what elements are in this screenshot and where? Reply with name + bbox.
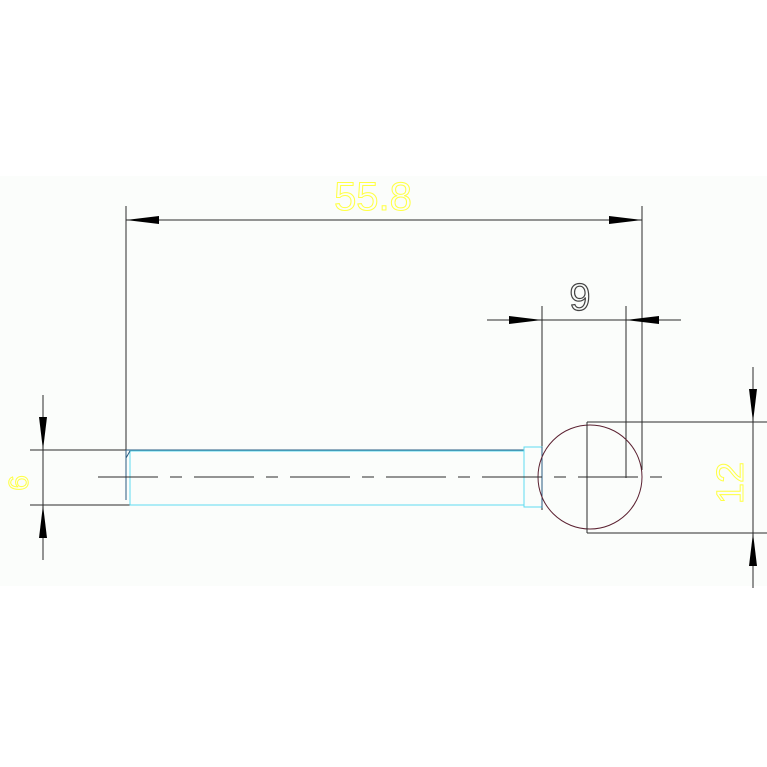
height-left-arrow-top <box>39 417 47 450</box>
length-arrow-right <box>609 216 642 224</box>
offset-arrow-right <box>626 316 659 324</box>
length-arrow-left <box>126 216 159 224</box>
diameter-arrow-top <box>749 389 757 422</box>
body-chamfer-left <box>125 450 131 459</box>
diameter-arrow-bottom <box>749 533 757 566</box>
length-dimension <box>125 206 643 470</box>
offset-arrow-left <box>509 316 542 324</box>
drawing-sheet <box>0 176 767 586</box>
length-dimension-text: 55.8 <box>334 175 412 219</box>
diameter-dimension-text: 12 <box>710 462 752 504</box>
offset-dimension-text: 9 <box>569 277 590 319</box>
height-left-dimension-text: 6 <box>3 475 34 491</box>
height-left-arrow-bottom <box>39 505 47 538</box>
